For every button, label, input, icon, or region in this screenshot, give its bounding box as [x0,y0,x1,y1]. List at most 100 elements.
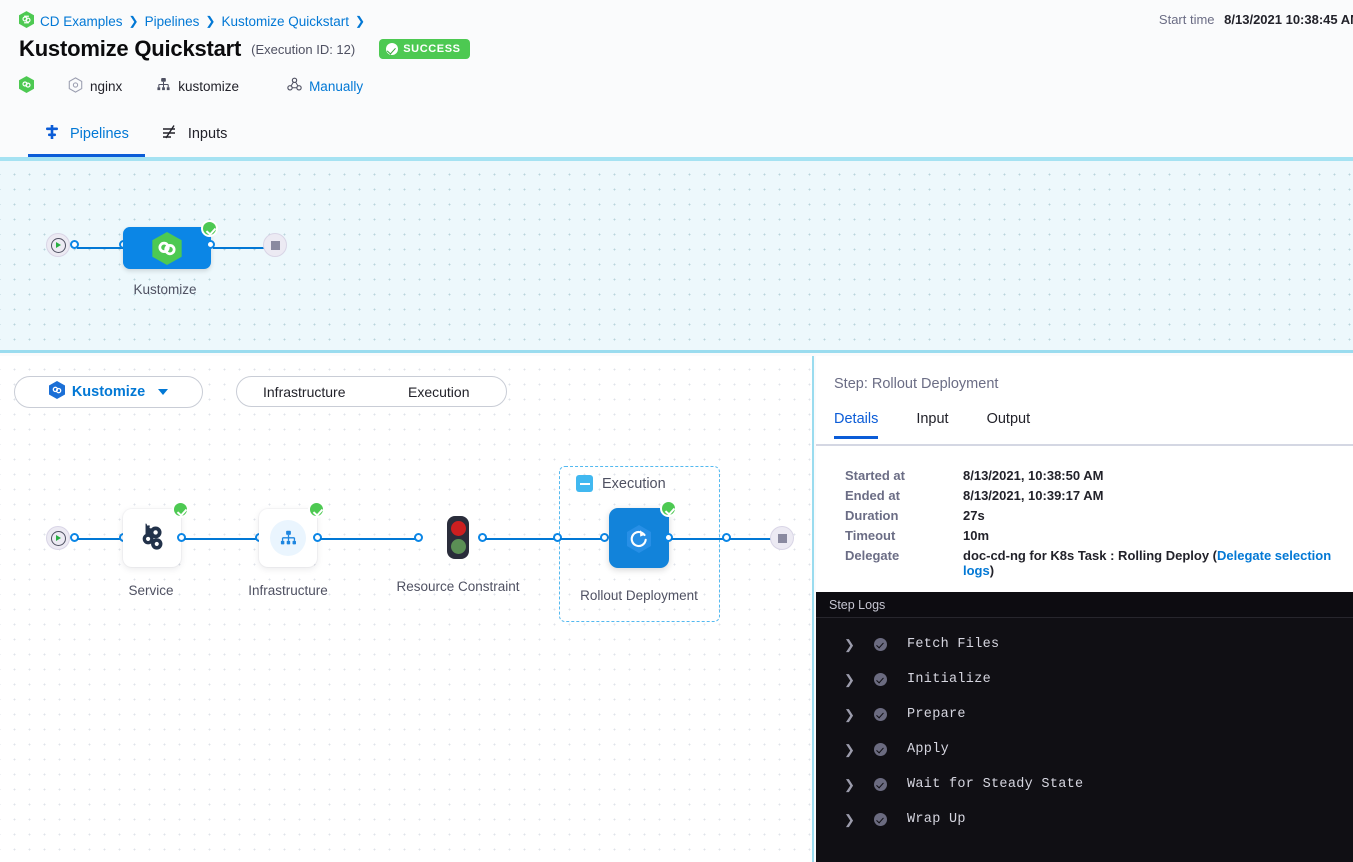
status-success-icon [874,813,887,826]
detail-key-delegate: Delegate [845,548,900,563]
detail-value-started-at: 8/13/2021, 10:38:50 AM [963,468,1104,483]
step-node-resource-constraint[interactable] [447,516,469,559]
harness-hex-icon [19,11,34,31]
pipeline-graph-canvas[interactable]: Kustomize [0,157,1353,353]
step-node-infrastructure[interactable] [259,501,325,567]
chevron-right-icon[interactable]: ❯ [844,636,855,652]
tab-details[interactable]: Details [834,411,897,439]
tab-pipelines[interactable]: Pipelines [28,124,145,157]
log-row[interactable]: ❯ Prepare [816,697,1353,732]
detail-key-timeout: Timeout [845,528,896,543]
infra-cluster-icon [156,77,171,95]
stage-end-node[interactable] [770,526,794,550]
execution-group-label: Execution [602,475,666,492]
step-node-rollout-deployment[interactable] [609,500,677,568]
stage-selector-dropdown[interactable]: Kustomize [14,376,203,408]
log-row-label: Fetch Files [907,637,1000,652]
step-node-label: Infrastructure [248,583,328,598]
log-row[interactable]: ❯ Initialize [816,662,1353,697]
stage-start-node[interactable] [46,526,70,550]
service-hex-icon [68,76,83,96]
connector-point [70,533,79,542]
execution-group-box [559,466,720,622]
start-time-value: 8/13/2021 10:38:45 AM [1224,12,1353,27]
stage-section-toggle[interactable]: Infrastructure Execution [236,376,507,407]
edge [77,538,125,540]
connector-point [722,533,731,542]
execution-id: (Execution ID: 12) [251,41,356,57]
meta-item-trigger-label[interactable]: Manually [309,78,364,94]
log-row[interactable]: ❯ Wrap Up [816,802,1353,837]
stage-node-kustomize[interactable] [123,220,218,269]
chevron-right-icon[interactable]: ❯ [844,706,855,722]
step-logs-header: Step Logs [816,592,1353,618]
divider [816,444,1353,446]
status-success-icon [874,638,887,651]
segment-execution[interactable]: Execution [408,383,470,400]
meta-item-trigger[interactable]: Manually [287,77,363,95]
connector-point [664,533,673,542]
step-node-label: Resource Constraint [396,579,520,594]
connector-point [313,533,322,542]
tab-inputs-label: Inputs [187,126,228,142]
detail-value-delegate: doc-cd-ng for K8s Task : Rolling Deploy … [963,548,1353,578]
edge [560,538,604,540]
log-row[interactable]: ❯ Wait for Steady State [816,767,1353,802]
stage-graph-canvas[interactable]: Kustomize Infrastructure Execution Execu… [0,356,814,862]
chevron-right-icon[interactable]: ❯ [844,671,855,687]
step-logs-panel: Step Logs ❯ Fetch Files ❯ Initialize ❯ P… [816,592,1353,862]
minus-icon[interactable] [576,475,593,492]
start-time-label: Start time [1158,12,1215,27]
connector-point [600,533,609,542]
stop-icon [777,533,787,543]
detail-key-ended-at: Ended at [845,488,900,503]
pipeline-start-node[interactable] [46,233,70,257]
start-time: Start time 8/13/2021 10:38:45 AM [1159,12,1353,27]
breadcrumb-item-1[interactable]: Pipelines [144,13,200,29]
execution-group-title[interactable]: Execution [576,475,666,492]
detail-value-ended-at: 8/13/2021, 10:39:17 AM [963,488,1104,503]
chevron-right-icon[interactable]: ❯ [844,741,855,757]
tab-input[interactable]: Input [916,411,949,427]
log-row[interactable]: ❯ Fetch Files [816,627,1353,662]
chevron-down-icon [158,389,169,395]
gears-icon [142,522,162,550]
breadcrumb-item-2[interactable]: Kustomize Quickstart [221,13,349,29]
status-success-icon [172,501,189,518]
edge [213,247,265,249]
chevron-right-icon[interactable]: ❯ [844,811,855,827]
status-badge-label: SUCCESS [403,43,461,55]
meta-item-infra-label: kustomize [178,78,240,94]
connector-point [177,533,186,542]
status-success-icon [201,220,218,237]
pipeline-end-node[interactable] [263,233,287,257]
delegate-text: doc-cd-ng for K8s Task : Rolling Deploy … [963,548,1217,563]
step-detail-list: Started at 8/13/2021, 10:38:50 AM Ended … [845,468,1353,578]
page-title: Kustomize Quickstart [19,36,242,61]
detail-value-timeout: 10m [963,528,990,543]
breadcrumb-item-0[interactable]: CD Examples [40,13,123,29]
tab-output[interactable]: Output [986,411,1031,427]
segment-infrastructure[interactable]: Infrastructure [263,383,346,400]
stage-selector-label: Kustomize [71,384,146,400]
meta-item-service-label: nginx [90,78,123,94]
detail-value-duration: 27s [963,508,985,523]
delegate-selection-logs-link[interactable]: Delegate selection logs [963,548,1332,578]
log-row[interactable]: ❯ Apply [816,732,1353,767]
edge [729,538,771,540]
traffic-light-green [450,539,466,555]
step-node-service[interactable] [123,501,189,567]
connector-point [553,533,562,542]
page-header: CD Examples ❯ Pipelines ❯ Kustomize Quic… [0,0,1353,150]
edge [485,538,558,540]
chevron-right-icon[interactable]: ❯ [844,776,855,792]
step-node-label: Rollout Deployment [580,588,698,603]
step-detail-tabs: Details Input Output [834,411,1049,439]
status-badge: SUCCESS [379,39,470,59]
pipeline-icon [44,124,60,144]
rollout-icon [627,525,651,553]
edge [77,247,123,249]
tab-inputs[interactable]: Inputs [145,124,244,157]
status-success-icon [874,673,887,686]
